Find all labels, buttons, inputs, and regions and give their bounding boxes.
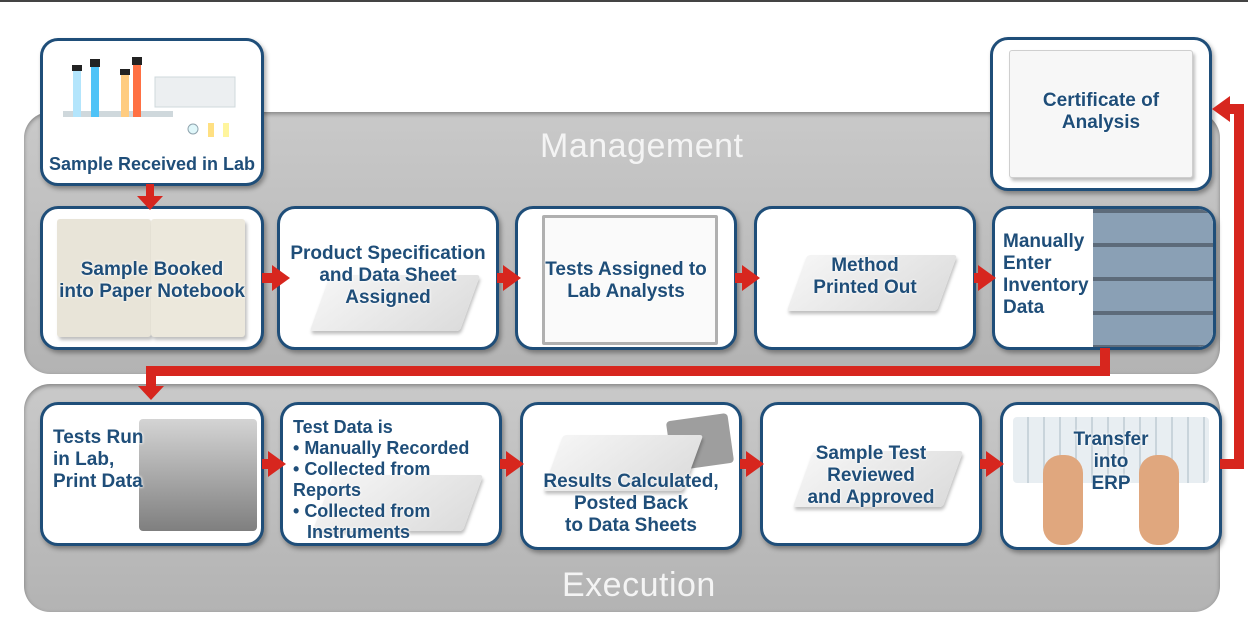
- flow-arrow: [740, 459, 750, 469]
- connector-line: [1100, 348, 1110, 376]
- flow-arrow: [262, 273, 274, 283]
- connector-line: [146, 366, 1110, 376]
- flow-arrow: [272, 265, 290, 291]
- flow-arrow: [746, 451, 764, 477]
- lab-tubes-image: [63, 57, 236, 137]
- flow-arrow: [735, 273, 745, 283]
- test-data-box: Test Data is Manually Recorded Collected…: [280, 402, 502, 546]
- flow-arrow: [138, 386, 164, 400]
- test-data-item: Manually Recorded: [293, 438, 499, 459]
- flow-arrow: [497, 273, 507, 283]
- top-rule: [0, 0, 1248, 2]
- certificate-paper: [1009, 50, 1193, 178]
- sample-received-box: Sample Received in Lab: [40, 38, 264, 186]
- flow-arrow: [742, 265, 760, 291]
- hands-image: [1139, 455, 1179, 545]
- notebook-right-page: [151, 219, 245, 337]
- test-data-item-cont: Instruments: [307, 522, 411, 542]
- flow-arrow: [978, 265, 996, 291]
- flow-arrow: [262, 459, 272, 469]
- test-data-item: Collected from Reports: [293, 459, 499, 501]
- whiteboard-image: [542, 215, 718, 345]
- connector-line: [1234, 104, 1244, 469]
- connector-line: [146, 366, 156, 388]
- notebook-left-page: [57, 219, 151, 337]
- flow-arrow: [506, 451, 524, 477]
- test-data-item: Collected from: [293, 501, 499, 522]
- flow-arrow: [1212, 96, 1230, 122]
- sample-received-label: Sample Received in Lab: [48, 154, 256, 174]
- test-data-label: Test Data is Manually Recorded Collected…: [293, 417, 499, 543]
- management-label: Management: [540, 127, 744, 165]
- flow-arrow: [137, 196, 163, 210]
- connector-line: [1226, 104, 1244, 114]
- hands-image: [1043, 455, 1083, 545]
- flow-arrow: [146, 184, 154, 198]
- flow-arrow: [986, 451, 1004, 477]
- flow-arrow: [503, 265, 521, 291]
- flow-arrow: [980, 459, 988, 469]
- flow-arrow: [268, 451, 286, 477]
- execution-label: Execution: [562, 566, 716, 604]
- inventory-shelf-image: [1093, 209, 1213, 347]
- printer-image: [139, 419, 257, 531]
- flow-arrow: [500, 459, 510, 469]
- connector-line: [1220, 459, 1242, 469]
